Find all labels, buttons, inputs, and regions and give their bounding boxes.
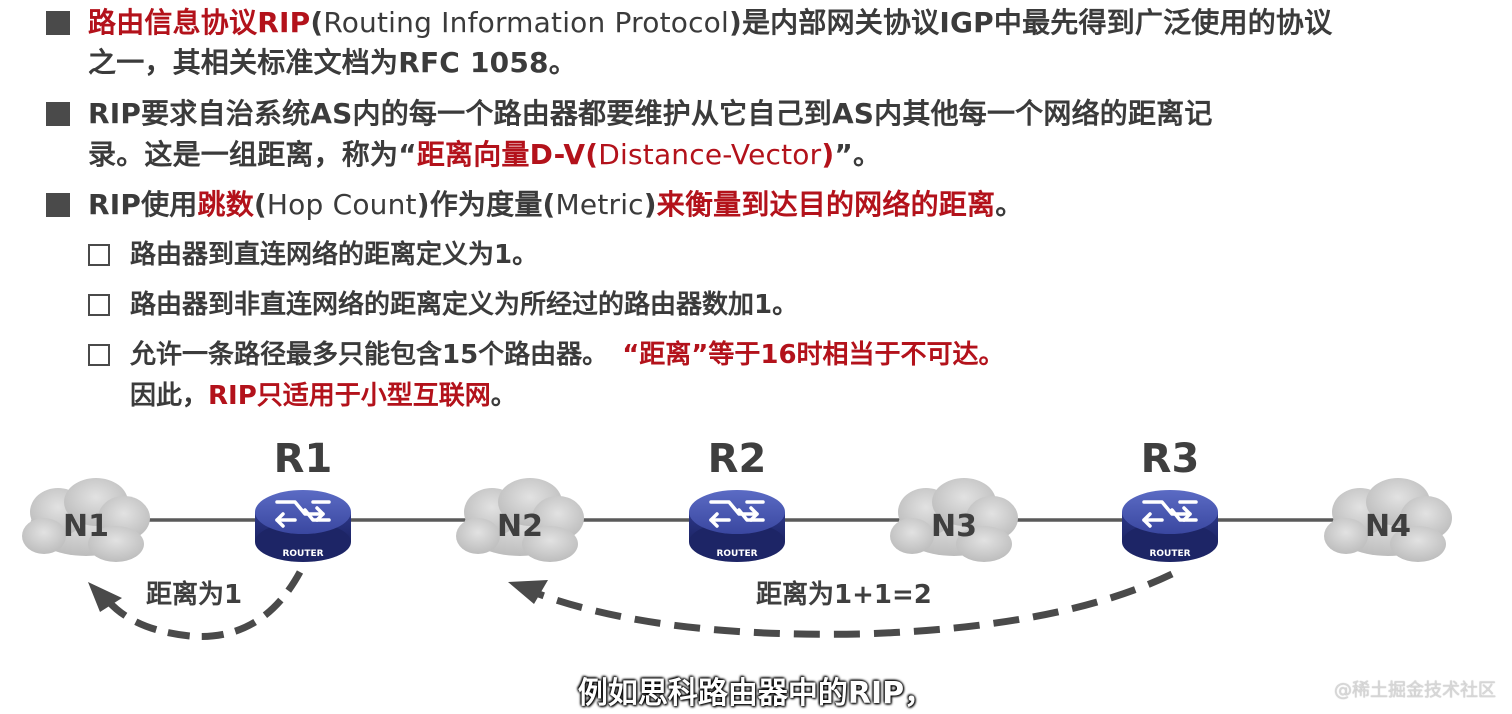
sub-bullet-1: 路由器到直连网络的距离定义为1。 <box>130 240 539 270</box>
bullet-2-line-2: 录。这是一组距离，称为“距离向量D-V(Distance-Vector)”。 <box>88 138 882 171</box>
distance-arrow-1 <box>101 570 304 640</box>
video-subtitle: 例如思科路由器中的RIP， <box>577 676 935 711</box>
checkbox-icon <box>88 344 110 366</box>
checkbox-icon <box>88 244 110 266</box>
router-label-r2: R2 <box>708 436 767 482</box>
arrowhead-icon <box>88 582 122 612</box>
router-label-r3: R3 <box>1141 436 1200 482</box>
router-icon-text: ROUTER <box>1149 549 1190 559</box>
rip-name: 路由信息协议RIP <box>88 6 311 39</box>
router-icon-text: ROUTER <box>282 549 323 559</box>
bullet-1-line-1: 路由信息协议RIP(Routing Information Protocol)是… <box>88 6 1333 39</box>
distance-label-2: 距离为1+1=2 <box>756 579 932 610</box>
distance-arrow-2 <box>526 570 1174 638</box>
network-label-n1: N1 <box>63 509 109 544</box>
distance-label-1: 距离为1 <box>146 579 242 610</box>
bullet-3-line: RIP使用跳数(Hop Count)作为度量(Metric)来衡量到达目的网络的… <box>88 188 1024 221</box>
bullet-square-icon <box>46 11 70 35</box>
sub-bullet-3-line-1: 允许一条路径最多只能包含15个路由器。“距离”等于16时相当于不可达。 <box>130 340 1005 370</box>
router-icon-text: ROUTER <box>716 549 757 559</box>
network-label-n3: N3 <box>931 509 977 544</box>
bullet-2-line-1: RIP要求自治系统AS内的每一个路由器都要维护从它自己到AS内其他每一个网络的距… <box>88 97 1213 130</box>
arrowhead-icon <box>508 580 548 604</box>
sub-bullet-2: 路由器到非直连网络的距离定义为所经过的路由器数加1。 <box>130 290 799 320</box>
bullet-square-icon <box>46 193 70 217</box>
rip-topology-diagram: N1 N2 N3 N4 ROUTER ROUTER ROUTER R1 R2 R… <box>22 436 1452 640</box>
watermark: @稀土掘金技术社区 <box>1334 680 1496 701</box>
network-label-n4: N4 <box>1365 509 1411 544</box>
bullet-1-line-2: 之一，其相关标准文档为RFC 1058。 <box>88 46 577 79</box>
checkbox-icon <box>88 294 110 316</box>
sub-bullet-3-line-2: 因此，RIP只适用于小型互联网。 <box>130 381 517 411</box>
router-label-r1: R1 <box>274 436 333 482</box>
bullet-square-icon <box>46 102 70 126</box>
network-label-n2: N2 <box>497 509 543 544</box>
